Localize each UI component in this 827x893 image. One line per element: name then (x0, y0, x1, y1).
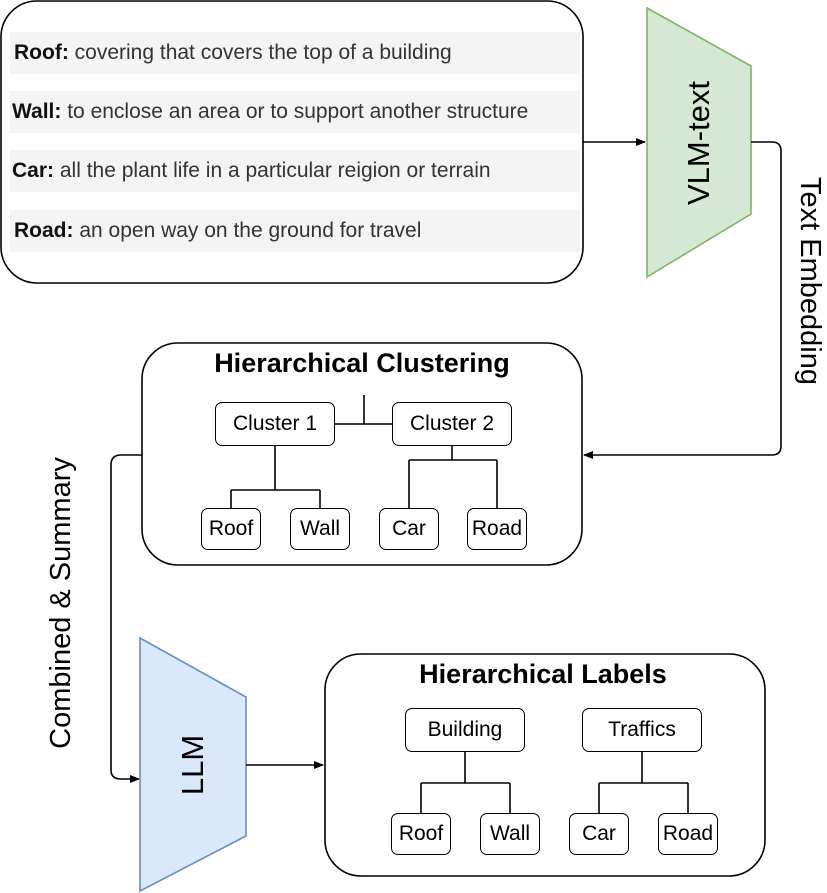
clustering-title: Hierarchical Clustering (214, 348, 510, 378)
label-leaf-wall: Wall (480, 813, 540, 855)
clustering-tree-lines (230, 395, 498, 508)
definition-description: covering that covers the top of a buildi… (68, 41, 452, 64)
label-leaf-roof: Roof (391, 813, 451, 855)
llm-block (139, 636, 247, 893)
definition-row-wall: Wall: to enclose an area or to support a… (10, 91, 580, 133)
vlm-text-label: VLM-text (681, 80, 716, 206)
cluster-leaf-car: Car (379, 508, 439, 550)
vlm-text-block (646, 6, 752, 279)
definition-row-road: Road: an open way on the ground for trav… (10, 210, 580, 252)
definition-term: Roof: (14, 41, 69, 64)
llm-label: LLM (175, 734, 210, 796)
label-building-node: Building (405, 708, 525, 752)
definition-text: Roof: covering that covers the top of a … (14, 32, 452, 74)
definition-row-car: Car: all the plant life in a particular … (10, 150, 580, 192)
labels-tree-lines (420, 752, 689, 813)
definition-term: Car: (12, 159, 55, 182)
definition-description: an open way on the ground for travel (73, 219, 422, 242)
text-embedding-label: Text Embedding (794, 177, 826, 385)
arrow-combined-summary (110, 454, 142, 783)
label-traffics-node: Traffics (582, 708, 702, 752)
label-leaf-road: Road (658, 813, 718, 855)
definition-description: to enclose an area or to support another… (61, 100, 529, 123)
definition-description: all the plant life in a particular reigi… (54, 159, 491, 182)
definition-text: Road: an open way on the ground for trav… (14, 210, 421, 252)
cluster-1-node: Cluster 1 (215, 402, 335, 446)
cluster-2-node: Cluster 2 (392, 402, 512, 446)
cluster-leaf-roof: Roof (201, 508, 261, 550)
definition-row-roof: Roof: covering that covers the top of a … (10, 32, 580, 74)
cluster-leaf-road: Road (467, 508, 527, 550)
labels-title: Hierarchical Labels (419, 659, 667, 689)
arrow-text-embedding (583, 141, 782, 459)
definition-text: Wall: to enclose an area or to support a… (12, 91, 528, 133)
definition-text: Car: all the plant life in a particular … (12, 150, 491, 192)
definition-term: Road: (14, 219, 74, 242)
cluster-leaf-wall: Wall (290, 508, 350, 550)
definition-term: Wall: (12, 100, 62, 123)
label-leaf-car: Car (569, 813, 629, 855)
combined-summary-label: Combined & Summary (45, 457, 77, 749)
